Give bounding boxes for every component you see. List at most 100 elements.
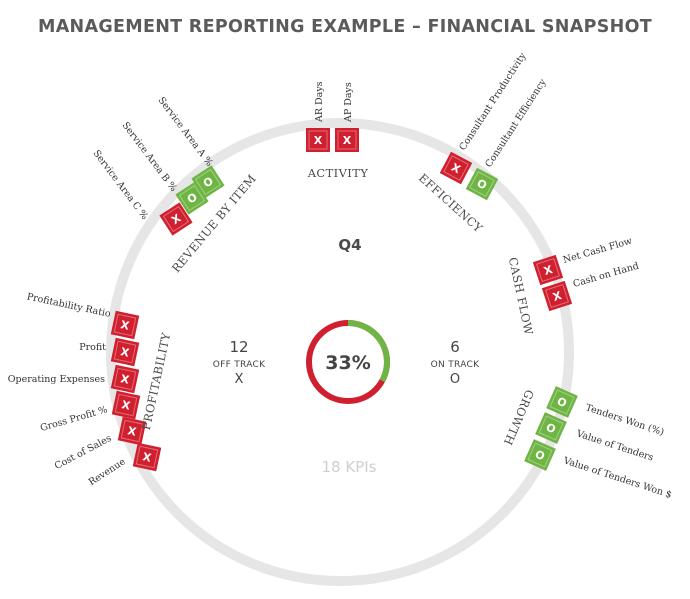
kpi-status-mark: X (119, 345, 131, 360)
kpi-status-fill (439, 151, 473, 185)
kpi-status-fill (111, 390, 141, 420)
kpi-status-fill (175, 181, 209, 215)
kpi-status-box: X (335, 128, 359, 152)
kpi-label: AP Days (343, 82, 354, 123)
donut-on-track-arc (347, 320, 390, 383)
kpi-label: AR Days (314, 81, 325, 123)
kpi-status-frame (113, 313, 137, 337)
kpi-status-box: O (546, 386, 578, 418)
kpi-status-box: X (159, 202, 193, 236)
kpi-label: Cost of Sales (53, 433, 114, 472)
group-title: ACTIVITY (307, 166, 369, 180)
kpi-label: Operating Expenses (8, 374, 105, 385)
kpi-label: Tenders Won (%) (584, 402, 665, 438)
kpi-status-frame (545, 284, 569, 308)
kpi-status-box: X (111, 390, 141, 420)
outer-ring (106, 118, 574, 586)
kpi-label: Service Area C % (91, 148, 150, 222)
kpi-label: Profitability Ratio (26, 291, 112, 320)
kpi-status-mark: X (314, 134, 323, 147)
kpi-status-frame (113, 367, 137, 391)
kpi-status-fill (524, 439, 556, 471)
kpi-status-frame (162, 205, 190, 233)
kpi-label: Revenue (87, 456, 128, 488)
kpi-status-box: X (110, 364, 140, 394)
kpi-status-frame (527, 442, 553, 468)
kpi-status-frame (135, 445, 159, 469)
kpi-label: Value of Tenders Won $ (561, 455, 673, 501)
kpi-status-box: X (439, 151, 473, 185)
kpi-status-fill (110, 337, 140, 367)
kpi-label: Service Area A % (156, 95, 215, 168)
kpi-label: Cash on Hand (572, 261, 640, 290)
kpi-status-mark: X (119, 318, 131, 333)
kpi-status-box: O (535, 412, 567, 444)
donut-percent-label: 33% (325, 352, 370, 374)
kpi-status-frame (337, 130, 357, 150)
kpi-status-frame (536, 258, 560, 282)
kpi-label: Service Area B % (120, 120, 179, 194)
kpi-status-fill (465, 167, 499, 201)
kpi-status-frame (469, 171, 495, 197)
kpi-status-box: O (465, 167, 499, 201)
kpi-status-box: O (524, 439, 556, 471)
kpi-status-fill (532, 254, 564, 286)
off-track-label: OFF TRACK (213, 360, 266, 370)
kpi-total-label: 18 KPIs (322, 458, 377, 476)
on-track-count: 6 (450, 338, 460, 356)
kpi-status-fill (335, 128, 359, 152)
kpi-status-mark: X (343, 134, 352, 147)
group-title: CASH FLOW (506, 256, 536, 336)
kpi-label: Profit (79, 342, 106, 353)
kpi-status-fill (159, 202, 193, 236)
kpi-status-mark: X (119, 372, 131, 387)
kpi-status-frame (114, 393, 138, 417)
kpi-status-fill (306, 128, 330, 152)
kpi-status-box: X (110, 337, 140, 367)
progress-donut: 33% (306, 320, 390, 404)
group-title: PROFITABILITY (139, 331, 173, 431)
kpi-status-fill (117, 416, 147, 446)
kpi-status-fill (535, 412, 567, 444)
kpi-status-frame (443, 155, 469, 181)
kpi-status-box: X (541, 280, 573, 312)
group-title: GROWTH (501, 388, 537, 448)
kpi-status-mark: X (141, 450, 153, 465)
kpi-status-frame (538, 415, 564, 441)
kpi-status-fill (110, 310, 140, 340)
kpi-status-frame (113, 340, 137, 364)
kpi-status-fill (132, 442, 162, 472)
kpi-status-box: X (110, 310, 140, 340)
kpi-label: Net Cash Flow (562, 236, 633, 266)
quarter-label: Q4 (338, 236, 361, 254)
kpi-status-box: X (117, 416, 147, 446)
kpi-status-mark: X (120, 398, 132, 413)
off-track-mark: X (235, 372, 244, 387)
kpi-status-frame (549, 389, 575, 415)
off-track-count: 12 (229, 338, 248, 356)
kpi-status-frame (194, 168, 222, 196)
kpi-status-box: X (132, 442, 162, 472)
kpi-status-frame (178, 184, 206, 212)
on-track-mark: O (450, 372, 460, 387)
kpi-status-fill (541, 280, 573, 312)
kpi-status-box: X (306, 128, 330, 152)
page-title: MANAGEMENT REPORTING EXAMPLE – FINANCIAL… (38, 17, 652, 37)
kpi-status-box: X (532, 254, 564, 286)
kpi-status-fill (546, 386, 578, 418)
on-track-label: ON TRACK (431, 360, 480, 370)
kpi-status-box: O (175, 181, 209, 215)
kpi-label: Consultant Productivity (457, 50, 529, 152)
kpi-status-mark: X (126, 424, 138, 439)
kpi-status-fill (110, 364, 140, 394)
kpi-status-frame (120, 419, 144, 443)
kpi-label: Value of Tenders (574, 428, 655, 464)
kpi-status-frame (308, 130, 328, 150)
